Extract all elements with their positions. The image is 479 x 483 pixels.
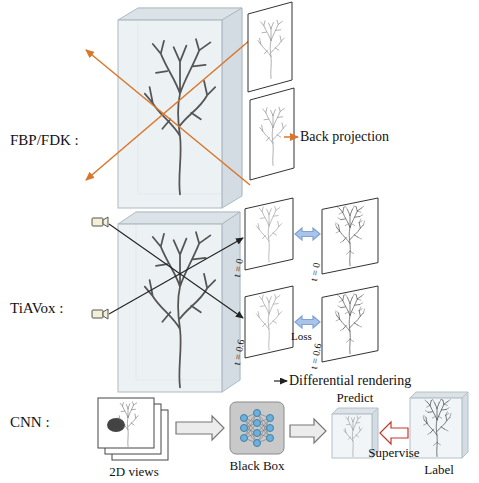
network-neuron — [241, 435, 248, 442]
projection-panel — [248, 2, 292, 92]
render-ray — [109, 238, 243, 314]
panel-outline — [250, 88, 294, 180]
row-label: CNN : — [10, 414, 50, 431]
camera-lens — [103, 309, 108, 319]
vessel-volume — [344, 416, 362, 457]
network-neuron — [254, 440, 261, 447]
image-panel: t = 0.6 — [322, 286, 378, 362]
camera-body — [92, 310, 103, 318]
vessel-image — [256, 206, 281, 262]
model-box: 2D views — [98, 398, 170, 460]
projection-panel — [250, 88, 294, 180]
node-shape — [245, 198, 293, 270]
caption-text: Label — [424, 462, 454, 477]
image-panel: t = 0.6 — [245, 286, 293, 358]
render-ray — [109, 224, 243, 318]
vessel-image — [118, 402, 138, 447]
network-neuron — [254, 420, 261, 427]
network-neuron — [267, 415, 274, 422]
caption-text: 2D views — [109, 464, 158, 479]
image-panel: t = 0 — [322, 198, 378, 274]
cuboid-side — [222, 8, 242, 208]
cuboid-top — [332, 408, 378, 414]
camera-icon — [92, 217, 108, 227]
network-neuron — [254, 410, 261, 417]
row-label: TiAVox : — [10, 300, 64, 317]
model-box: Black Box — [230, 402, 284, 454]
row-label: Differential rendering — [289, 372, 411, 389]
panel-outline — [245, 286, 293, 358]
image-panel: t = 0 — [245, 198, 293, 270]
edge-label: Loss — [291, 330, 312, 343]
row-label: FBP/FDK : — [10, 132, 79, 149]
vessel-volume — [423, 399, 451, 456]
volume-cuboid — [118, 8, 242, 208]
panel-outline — [245, 198, 293, 270]
network-neuron — [241, 425, 248, 432]
block-arrow — [176, 416, 224, 440]
edge-label: Supervise — [368, 446, 419, 459]
camera-body — [92, 218, 103, 226]
vessel-projection — [260, 107, 286, 165]
vessel-volume — [145, 39, 215, 194]
time-label: t = 0.6 — [308, 342, 324, 370]
cuboid-top — [410, 392, 468, 398]
block-arrow — [295, 228, 320, 240]
cuboid-side — [462, 392, 468, 458]
skull-shadow — [107, 418, 125, 432]
time-label: t = 0 — [231, 258, 246, 278]
row-label: Back projection — [300, 128, 389, 145]
black-box — [230, 402, 284, 454]
cuboid-top — [118, 8, 242, 20]
projection-ray — [86, 50, 250, 185]
cuboid-front — [118, 224, 222, 392]
panel-outline — [248, 2, 292, 92]
vessel-image — [335, 294, 364, 354]
view-sheet — [98, 398, 154, 448]
cuboid-front — [332, 414, 372, 458]
node-shape — [322, 198, 378, 274]
network-neuron — [254, 430, 261, 437]
caption-text: Black Box — [229, 458, 284, 473]
volume-cuboid — [118, 212, 240, 392]
vessel-image — [335, 206, 364, 266]
network-neuron — [267, 435, 274, 442]
projection-ray — [86, 40, 250, 180]
cuboid-front — [118, 20, 222, 208]
camera-icon — [92, 309, 108, 319]
node-shape — [230, 402, 284, 454]
node-shape — [322, 286, 378, 362]
network-neuron — [267, 425, 274, 432]
vessel-volume — [145, 232, 215, 387]
vessel-projection — [258, 20, 284, 78]
block-arrow — [380, 422, 408, 444]
block-arrow — [295, 316, 320, 328]
node-shape — [245, 286, 293, 358]
legend-arrow — [284, 136, 298, 138]
network-neuron — [241, 415, 248, 422]
camera-lens — [103, 217, 108, 227]
legend-arrow — [274, 380, 287, 381]
vessel-image — [256, 294, 281, 350]
panel-outline — [322, 286, 378, 362]
block-arrow — [290, 419, 326, 443]
time-label: t = 0 — [308, 262, 323, 282]
panel-outline — [322, 198, 378, 274]
cuboid-top — [118, 212, 240, 224]
node-shape — [98, 398, 170, 460]
caption-text: Predict — [337, 390, 374, 405]
